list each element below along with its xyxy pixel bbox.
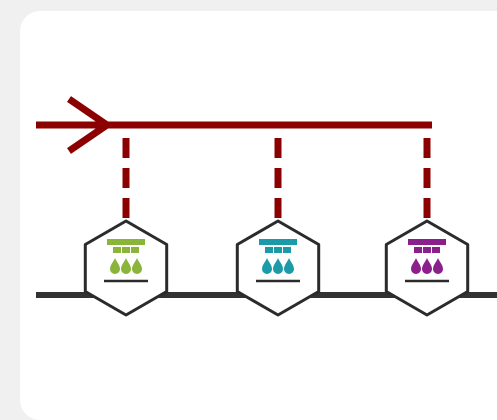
sprinkler-nozzle: [122, 247, 130, 253]
sprinkler-node: [83, 138, 169, 317]
water-drop-icon: [110, 258, 120, 274]
sprinkler-nozzle: [131, 247, 139, 253]
water-drop-icon: [262, 258, 272, 274]
sprinkler-bar: [408, 239, 446, 245]
sprinkler-nozzle: [414, 247, 422, 253]
water-drop-icon: [121, 258, 131, 274]
sprinkler-bar: [259, 239, 297, 245]
water-drop-icon: [284, 258, 294, 274]
water-drop-icon: [132, 258, 142, 274]
sprinkler-nozzle: [423, 247, 431, 253]
sprinkler-nozzle: [432, 247, 440, 253]
sprinkler-bar: [107, 239, 145, 245]
sprinkler-nozzle: [283, 247, 291, 253]
water-drop-icon: [422, 258, 432, 274]
water-drop-icon: [433, 258, 443, 274]
flow-arrow-icon: [67, 96, 114, 154]
diagram-card: [20, 11, 497, 420]
sprinkler-nozzle: [274, 247, 282, 253]
water-drop-icon: [411, 258, 421, 274]
water-drop-icon: [273, 258, 283, 274]
sprinkler-nozzle: [265, 247, 273, 253]
sprinkler-nozzle: [113, 247, 121, 253]
nodes-layer: [83, 138, 470, 317]
sprinkler-drops-icon: [256, 239, 300, 283]
sprinkler-node: [235, 138, 321, 317]
sprinkler-node: [384, 138, 470, 317]
sprinkler-drops-icon: [104, 239, 148, 283]
sprinkler-drops-icon: [405, 239, 449, 283]
